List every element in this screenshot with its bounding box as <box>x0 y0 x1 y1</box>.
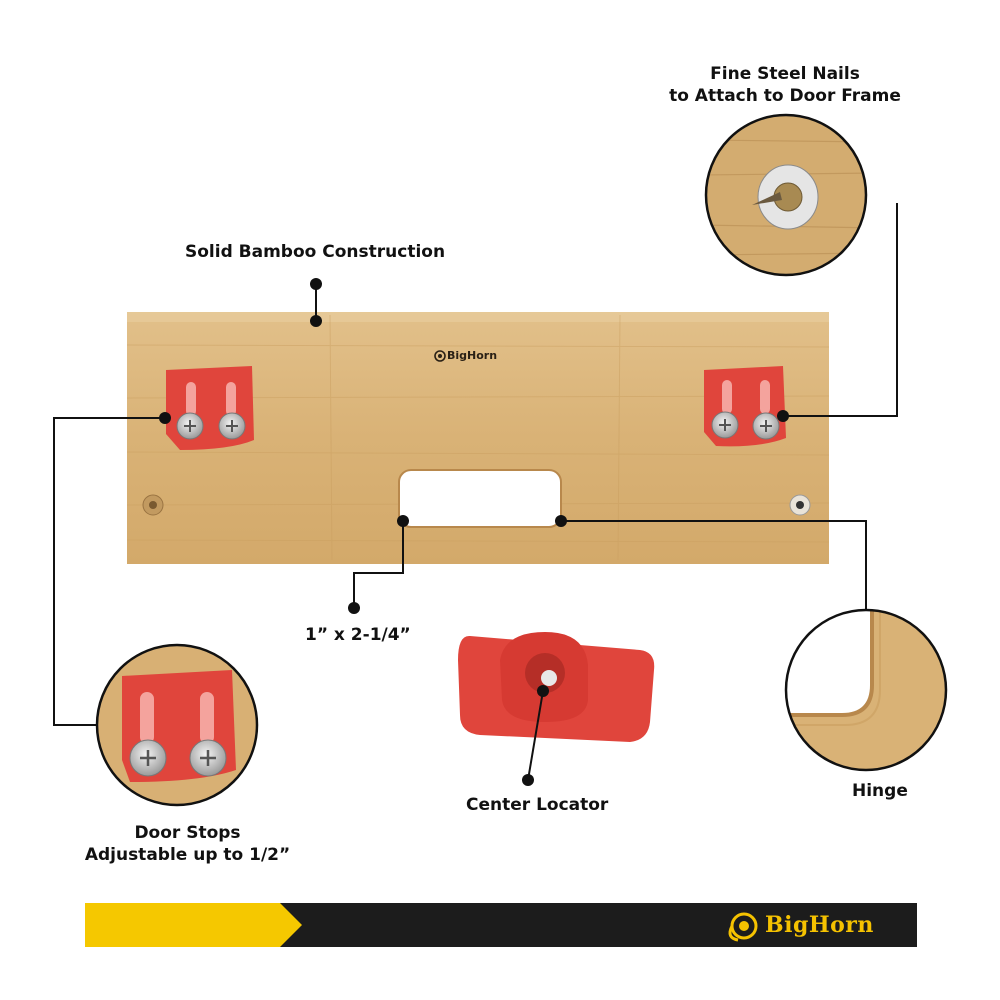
door-stop-closeup <box>95 643 259 807</box>
door-stops-line1: Door Stops <box>134 823 241 843</box>
hinge-closeup <box>784 608 948 772</box>
right-door-stop <box>704 366 786 447</box>
center-locator-label: Center Locator <box>466 795 609 815</box>
nails-label: Fine Steel Nails to Attach to Door Frame <box>660 63 910 107</box>
nail-closeup <box>704 113 868 277</box>
board-logo-icon <box>434 350 446 362</box>
door-stops-label: Door Stops Adjustable up to 1/2” <box>80 822 295 866</box>
nails-label-line1: Fine Steel Nails <box>710 64 860 84</box>
center-locator-piece <box>458 632 655 742</box>
right-nail-hole <box>789 494 811 516</box>
hinge-label: Hinge <box>852 781 908 801</box>
callout-dots <box>159 278 789 786</box>
center-slot <box>398 469 562 528</box>
callout-lines <box>53 203 898 781</box>
brand-banner <box>85 903 917 947</box>
slot-size-label: 1” x 2-1/4” <box>305 625 411 645</box>
door-stops-line2: Adjustable up to 1/2” <box>84 845 291 865</box>
board-brand-text: BigHorn <box>447 349 498 362</box>
nails-label-line2: to Attach to Door Frame <box>669 86 901 106</box>
left-door-stop <box>166 366 254 450</box>
left-nail-hole <box>142 494 164 516</box>
bamboo-label: Solid Bamboo Construction <box>185 242 446 262</box>
bighorn-ram-icon <box>728 912 758 942</box>
banner-brand-text: BigHorn <box>765 912 874 938</box>
